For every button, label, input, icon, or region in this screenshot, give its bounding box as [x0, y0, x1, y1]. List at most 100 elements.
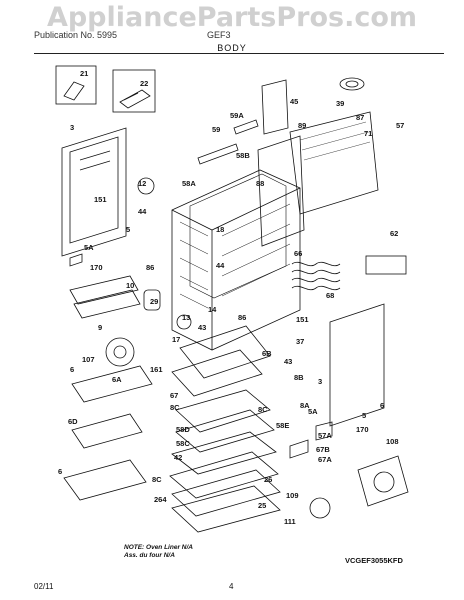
callout-label-67B: 67B — [316, 445, 330, 454]
callout-label-13: 13 — [182, 313, 190, 322]
callout-label-17: 17 — [172, 335, 180, 344]
callout-label-71: 71 — [364, 129, 372, 138]
callout-label-8A: 8A — [300, 401, 310, 410]
callout-label-66: 66 — [294, 249, 302, 258]
callout-label-6B: 6B — [262, 349, 272, 358]
part-13 — [176, 314, 192, 330]
callout-label-57: 57 — [396, 121, 404, 130]
callout-label-10: 10 — [126, 281, 134, 290]
callout-label-87: 87 — [356, 113, 364, 122]
part-29 — [143, 289, 161, 311]
panel-42 — [169, 451, 279, 499]
callout-label-9: 9 — [98, 323, 102, 332]
callout-label-29: 29 — [150, 297, 158, 306]
callout-label-107: 107 — [82, 355, 95, 364]
oven-rack-6A — [71, 365, 153, 403]
side-panel-right — [329, 303, 385, 427]
callout-label-12: 12 — [138, 179, 146, 188]
oven-door-inner — [69, 136, 119, 244]
part-5A — [69, 253, 83, 267]
footer-date: 02/11 — [34, 582, 54, 591]
callout-label-44b: 44 — [216, 261, 225, 270]
part-10 — [69, 275, 139, 305]
callout-label-37: 37 — [296, 337, 304, 346]
panel-58D — [175, 409, 275, 453]
convection-motor-108 — [357, 455, 409, 507]
callout-label-3b: 3 — [318, 377, 322, 386]
callout-label-6b: 6 — [380, 401, 384, 410]
convection-fan-107 — [105, 337, 135, 367]
note-line-1: NOTE: Oven Liner N/A — [124, 544, 193, 551]
callout-label-26: 26 — [264, 475, 272, 484]
callout-label-8C1: 8C — [170, 403, 180, 412]
broil-pan — [171, 349, 263, 397]
callout-label-67: 67 — [170, 391, 178, 400]
callout-label-111: 111 — [284, 517, 296, 526]
callout-label-86a: 86 — [146, 263, 154, 272]
callout-label-5a: 5 — [126, 225, 130, 234]
callout-label-6A: 6A — [112, 375, 122, 384]
fan-blade-109 — [309, 497, 331, 519]
bake-element — [175, 389, 271, 433]
part-9 — [73, 289, 141, 319]
callout-label-58C: 58C — [176, 439, 190, 448]
callout-label-86b: 86 — [238, 313, 246, 322]
callout-label-89: 89 — [298, 121, 306, 130]
callout-label-45: 45 — [290, 97, 298, 106]
oven-cavity-body — [171, 169, 301, 351]
footer-page-number: 4 — [229, 582, 234, 591]
callout-label-88: 88 — [256, 179, 264, 188]
callout-label-8B: 8B — [294, 373, 304, 382]
callout-label-8C2: 8C — [258, 405, 268, 414]
part-21-bracket — [63, 81, 85, 101]
note-line-2: Ass. du four N/A — [124, 552, 175, 559]
watermark-logo: AppliancePartsPros.com — [46, 2, 418, 33]
figure-code: VCGEF3055KFD — [345, 556, 403, 565]
callout-label-3a: 3 — [70, 123, 74, 132]
callout-label-43a: 43 — [198, 323, 206, 332]
part-12 — [137, 177, 155, 195]
publication-number: Publication No. 5995 — [34, 30, 118, 40]
rear-wrapper — [257, 135, 305, 247]
strip-59 — [197, 143, 239, 165]
panel-58C — [171, 431, 277, 475]
callout-label-42: 42 — [174, 453, 182, 462]
callout-label-21: 21 — [80, 69, 88, 78]
callout-label-6D: 6D — [68, 417, 78, 426]
callout-label-151a: 151 — [94, 195, 107, 204]
callout-label-25: 25 — [258, 501, 266, 510]
callout-label-59A: 59A — [230, 111, 244, 120]
drawer-liner-25 — [171, 485, 281, 533]
broil-element — [291, 261, 341, 291]
callout-label-58B: 58B — [236, 151, 250, 160]
oven-liner-note: NOTE: Oven Liner N/A Ass. du four N/A — [124, 544, 193, 560]
callout-label-39: 39 — [336, 99, 344, 108]
drawer-26 — [171, 469, 281, 517]
callout-label-5b: 5 — [362, 411, 366, 420]
callout-label-44a: 44 — [138, 207, 147, 216]
callout-label-58D: 58D — [176, 425, 190, 434]
part-box-22 — [112, 69, 156, 113]
vent-duct — [261, 79, 289, 135]
model-number: GEF3 — [207, 30, 231, 40]
callout-label-22: 22 — [140, 79, 148, 88]
callout-label-6c: 6 — [58, 467, 62, 476]
callout-label-59: 59 — [212, 125, 220, 134]
part-57A — [315, 421, 333, 441]
insulation-blanket — [189, 173, 287, 299]
part-22-bracket — [119, 89, 151, 109]
callout-label-57A: 57A — [318, 431, 332, 440]
part-39-fan — [339, 77, 365, 91]
callout-label-264: 264 — [154, 495, 167, 504]
callout-label-151b: 151 — [296, 315, 309, 324]
header-rule — [34, 53, 444, 54]
strip-59A — [233, 119, 259, 135]
callout-label-67A: 67A — [318, 455, 332, 464]
callout-label-14: 14 — [208, 305, 217, 314]
callout-label-68: 68 — [326, 291, 334, 300]
callout-label-18: 18 — [216, 225, 224, 234]
callout-label-5A2: 5A — [308, 407, 318, 416]
part-box-21 — [55, 65, 97, 105]
